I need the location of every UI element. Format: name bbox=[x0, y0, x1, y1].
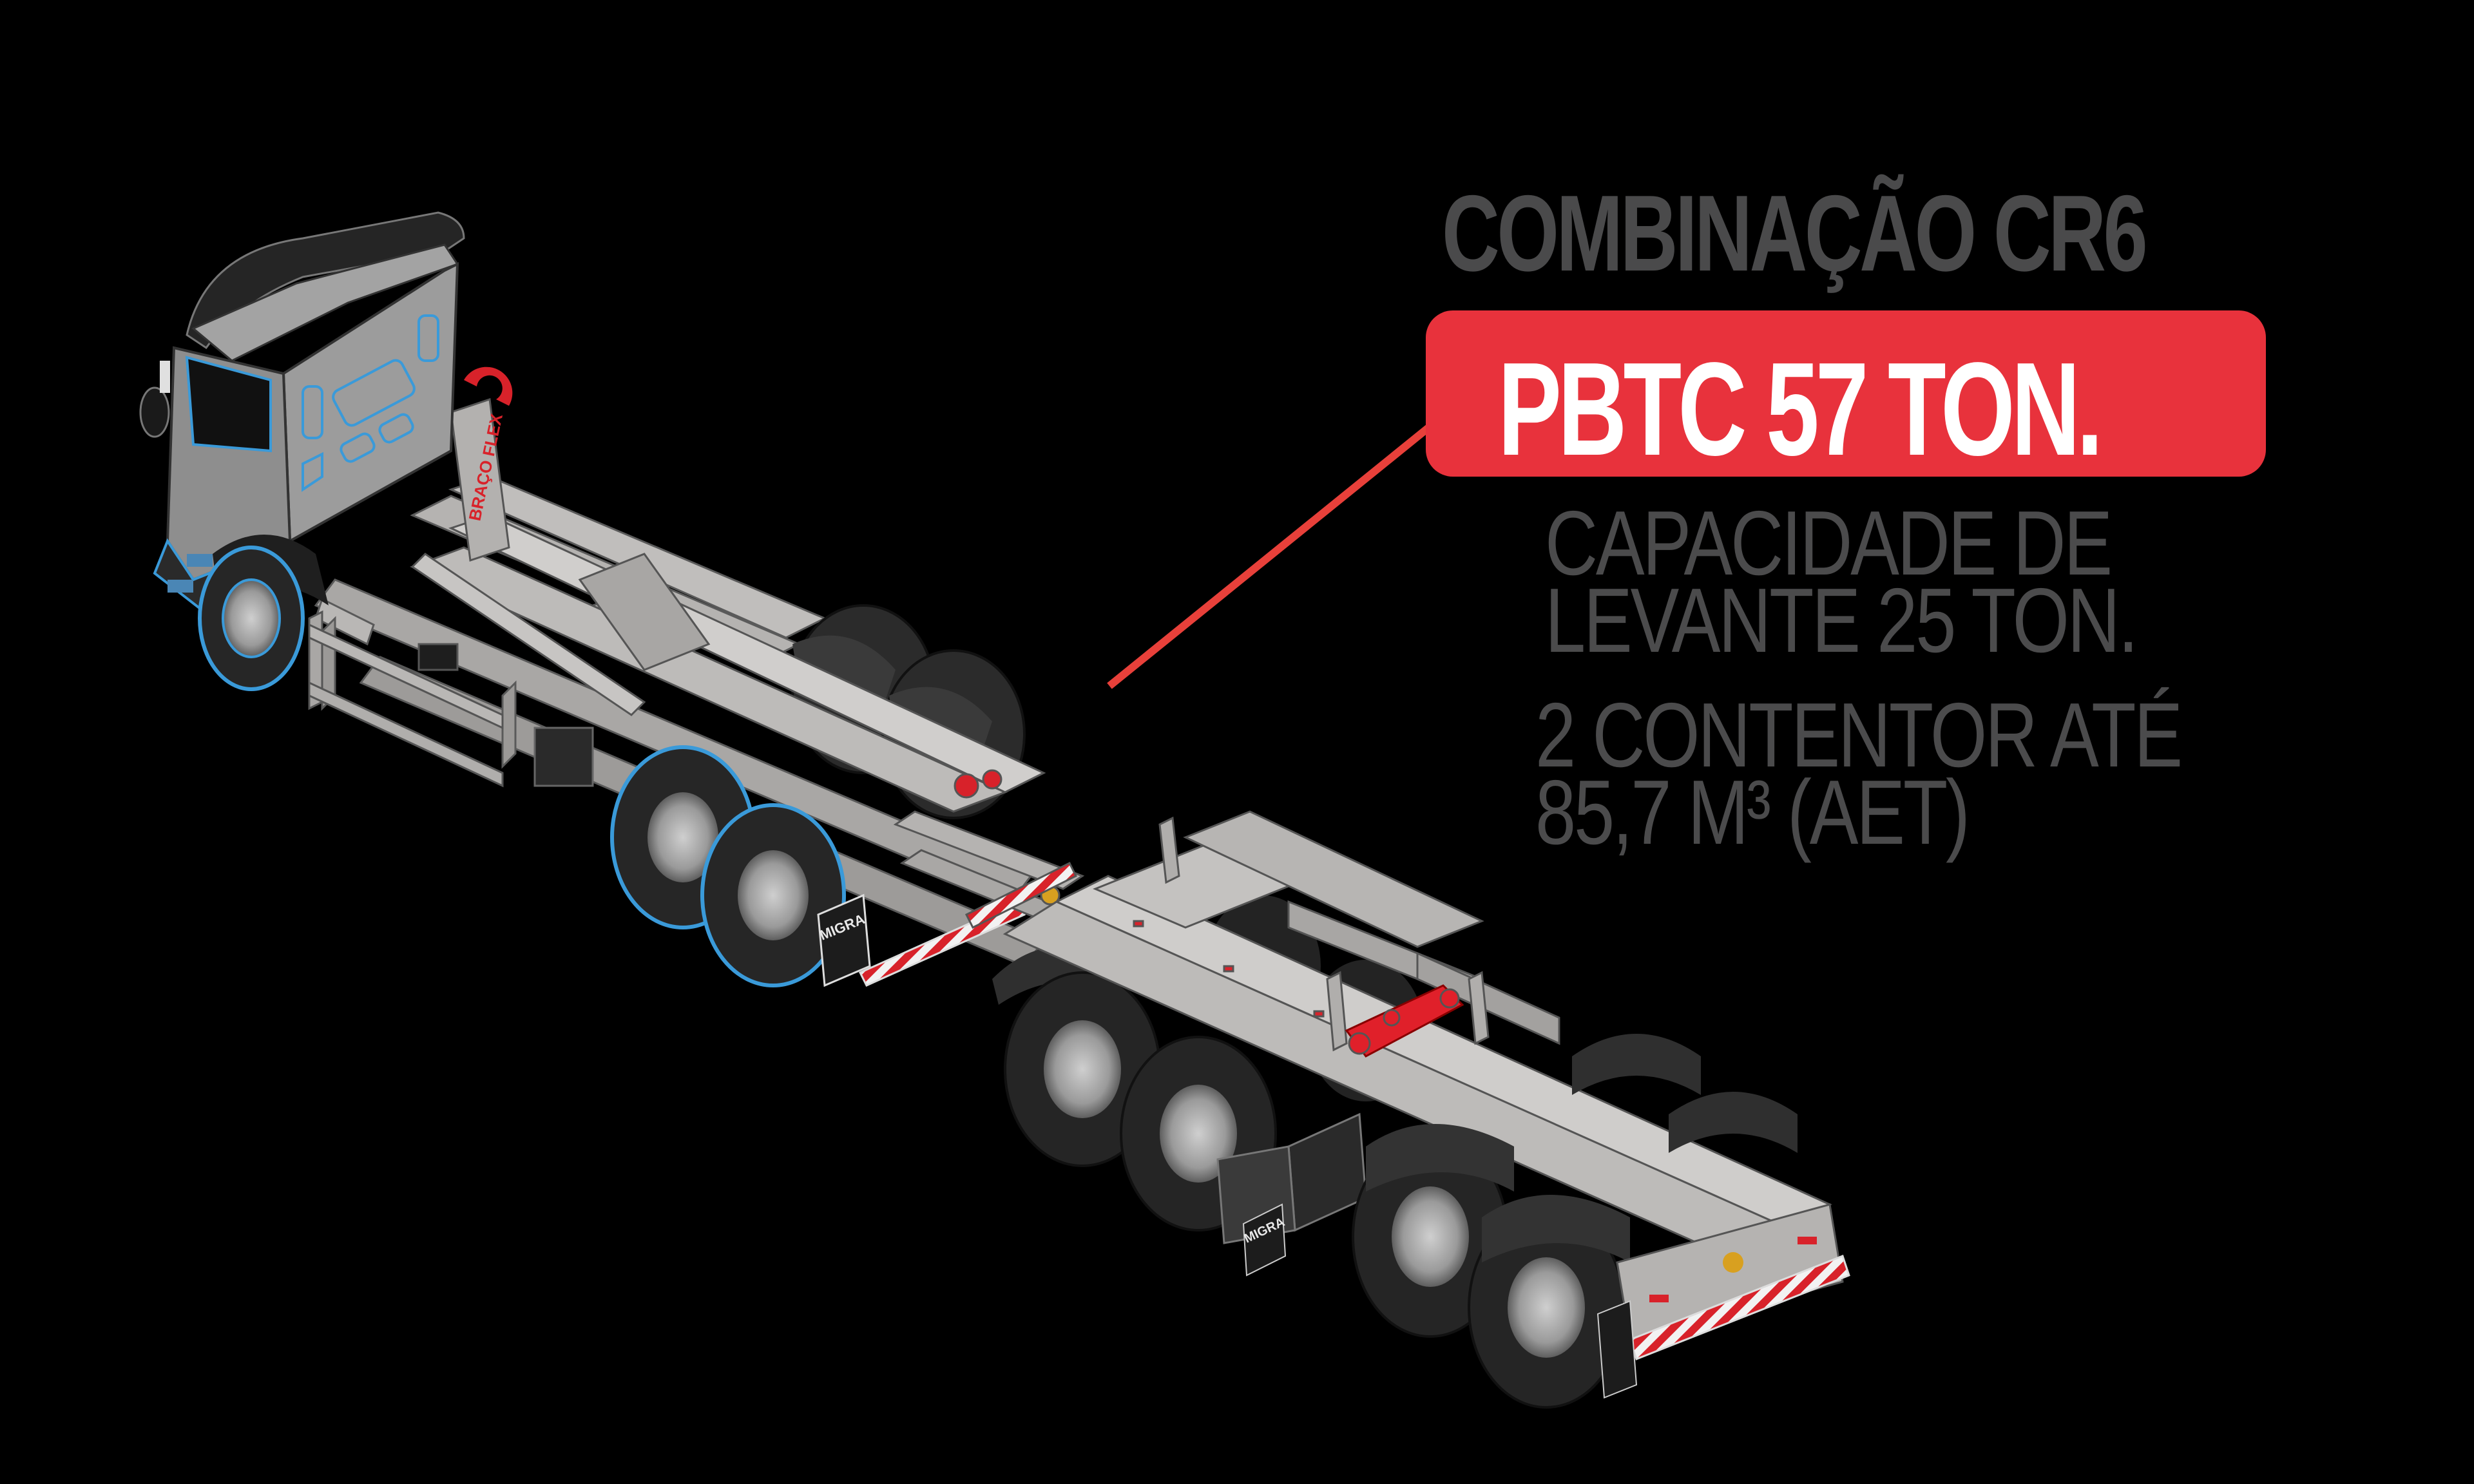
spec-container-volume: 2 CONTENTOR ATÉ 85,7 M³ (AET) bbox=[1535, 684, 2183, 864]
truck: BRAÇO FLEX bbox=[139, 211, 1098, 987]
trailer-frame bbox=[1002, 810, 1832, 1257]
capacity-badge-text: PBTC 57 TON. bbox=[1498, 335, 2103, 483]
front-rail bbox=[308, 610, 594, 788]
spec-lift-capacity-line-2: LEVANTE 25 TON. bbox=[1545, 569, 2138, 672]
spec-container-volume-line-1: 2 CONTENTOR ATÉ bbox=[1535, 684, 2183, 786]
truck-front-wheel bbox=[198, 535, 329, 691]
trailer-rear-bumper bbox=[1597, 1203, 1850, 1399]
capacity-badge: PBTC 57 TON. bbox=[1426, 310, 2266, 477]
page-title: COMBINAÇÃO CR6 bbox=[1442, 173, 2148, 294]
spec-container-volume-line-2: 85,7 M³ (AET) bbox=[1535, 761, 1970, 864]
spec-lift-capacity: CAPACIDADE DE LEVANTE 25 TON. bbox=[1545, 492, 2138, 672]
trailer: MIGRA bbox=[992, 810, 1850, 1409]
trailer-rear-wheels bbox=[1352, 1034, 1798, 1409]
spec-lift-capacity-line-1: CAPACIDADE DE bbox=[1545, 492, 2113, 595]
hooklift-body bbox=[410, 514, 1046, 813]
trailer-mudflap: MIGRA bbox=[1242, 1203, 1287, 1277]
